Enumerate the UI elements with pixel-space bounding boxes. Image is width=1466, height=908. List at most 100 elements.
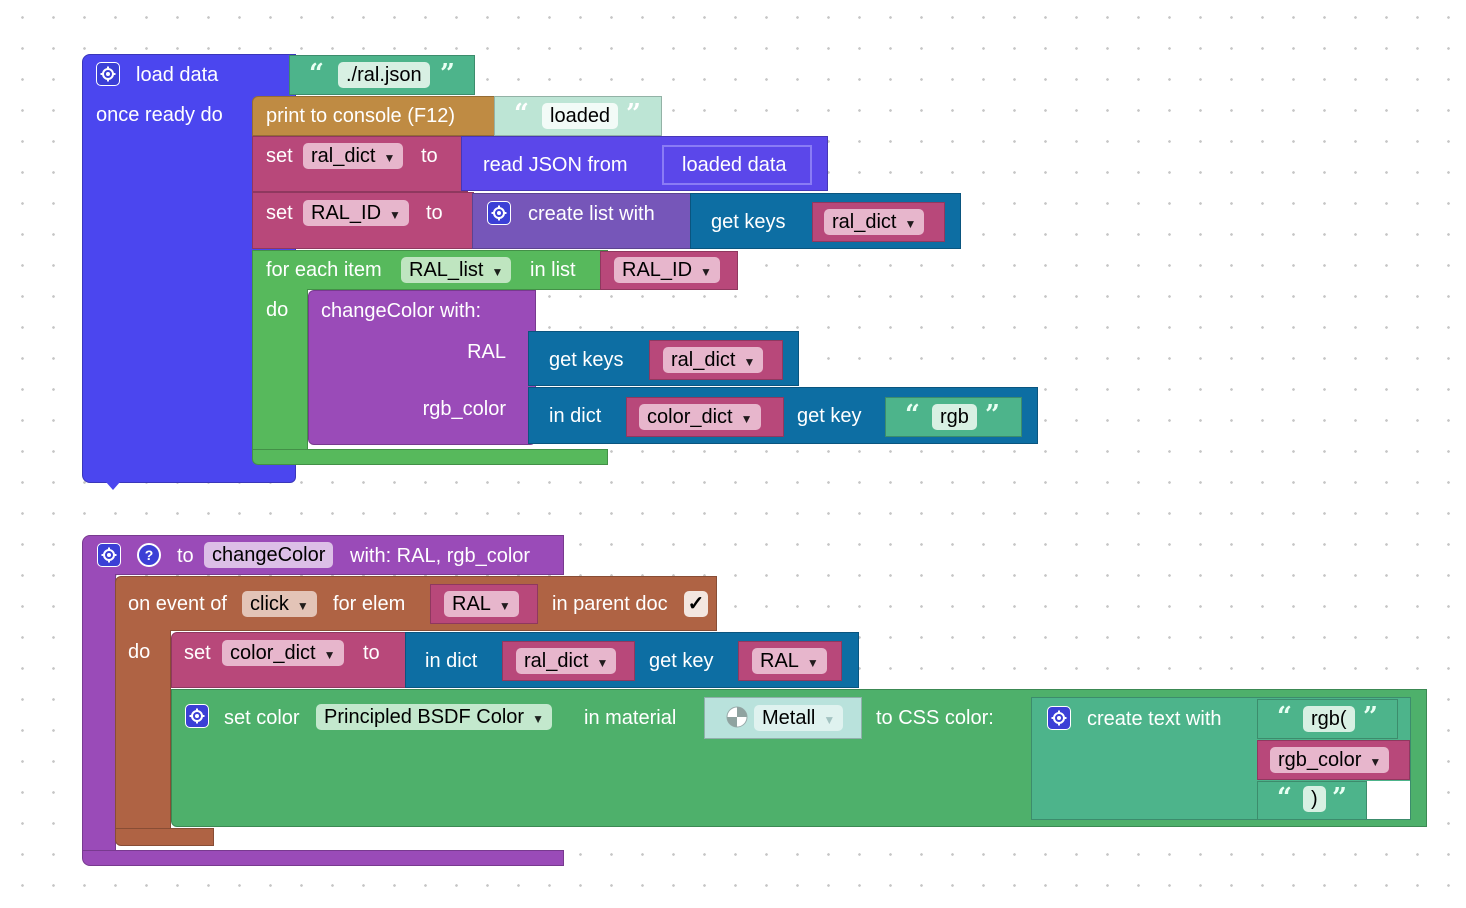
get-keys-label: get keys	[711, 211, 786, 233]
quote-icon: “	[905, 400, 920, 430]
in-parent-doc-label: in parent doc	[552, 593, 668, 615]
rgb-key-field[interactable]: rgb	[932, 404, 977, 430]
loaded-text-field[interactable]: loaded	[542, 103, 619, 129]
quote-icon: “	[1277, 783, 1292, 813]
gear-icon[interactable]	[487, 201, 511, 225]
quote-icon: ”	[1332, 783, 1347, 813]
in-dict-label: in dict	[425, 650, 478, 672]
variable-name: rgb_color	[1278, 749, 1362, 771]
set-label: set	[266, 202, 293, 224]
to-label: to	[363, 642, 380, 664]
once-ready-label: once ready do	[96, 104, 223, 126]
quote-icon: “	[514, 99, 529, 129]
for-each-bottom	[252, 449, 608, 465]
gear-icon[interactable]	[96, 62, 120, 86]
parent-doc-checkbox[interactable]: ✓	[684, 591, 708, 617]
variable-dropdown[interactable]: ral_dict ▼	[516, 648, 617, 674]
create-list-label: create list with	[528, 203, 655, 225]
variable-dropdown[interactable]: ral_dict ▼	[824, 209, 925, 235]
material-dropdown[interactable]: Metall ▼	[754, 705, 844, 731]
arg-rgb-label: rgb_color	[422, 398, 506, 420]
dropdown-arrow-icon: ▼	[743, 355, 756, 369]
dropdown-arrow-icon: ▼	[1369, 755, 1382, 769]
dropdown-arrow-icon: ▼	[596, 656, 609, 670]
material-name: Metall	[762, 707, 816, 729]
text-part-field[interactable]: rgb(	[1303, 706, 1355, 732]
gear-icon[interactable]	[1047, 706, 1071, 730]
variable-name: ral_dict	[524, 650, 589, 672]
gear-icon[interactable]	[185, 704, 209, 728]
get-key-label: get key	[797, 405, 862, 427]
variable-dropdown[interactable]: RAL ▼	[444, 591, 519, 617]
variable-name: RAL_ID	[311, 202, 382, 224]
to-css-label: to CSS color:	[876, 707, 994, 729]
variable-name: RAL_ID	[622, 259, 693, 281]
in-list-label: in list	[530, 259, 576, 281]
event-dropdown[interactable]: click▼	[242, 591, 317, 617]
gear-icon[interactable]	[97, 543, 121, 567]
loop-variable-dropdown[interactable]: RAL_list ▼	[401, 257, 512, 283]
variable-dropdown[interactable]: RAL ▼	[752, 648, 827, 674]
text-value-block[interactable]	[885, 397, 1022, 437]
variable-name: ral_dict	[832, 211, 897, 233]
variable-dropdown[interactable]: RAL_ID▼	[303, 200, 409, 226]
loaded-data-label: loaded data	[682, 154, 787, 176]
text-part-field[interactable]: )	[1303, 786, 1326, 812]
variable-dropdown[interactable]: ral_dict▼	[303, 143, 404, 169]
dropdown-arrow-icon: ▼	[823, 713, 836, 727]
dropdown-arrow-icon: ▼	[806, 656, 819, 670]
variable-dropdown[interactable]: ral_dict ▼	[663, 347, 764, 373]
variable-name: RAL	[452, 593, 491, 615]
property-name: Principled BSDF Color	[324, 706, 525, 728]
dropdown-arrow-icon: ▼	[740, 412, 753, 426]
for-elem-label: for elem	[333, 593, 406, 615]
function-name-field[interactable]: changeColor	[204, 542, 334, 568]
to-label: to	[177, 545, 194, 567]
variable-dropdown[interactable]: color_dict▼	[222, 640, 344, 666]
variable-dropdown[interactable]: color_dict▼	[639, 404, 761, 430]
procedure-bottom	[82, 850, 564, 866]
dropdown-arrow-icon: ▼	[532, 712, 544, 726]
arg-ral-label: RAL	[467, 341, 506, 363]
color-property-dropdown[interactable]: Principled BSDF Color ▼	[316, 704, 552, 730]
create-text-label: create text with	[1087, 708, 1222, 730]
variable-name: ral_dict	[671, 349, 736, 371]
to-label: to	[426, 202, 443, 224]
quote-icon: “	[309, 59, 324, 89]
do-label: do	[128, 641, 151, 663]
help-icon[interactable]: ?	[137, 543, 161, 567]
read-json-label: read JSON from	[483, 154, 628, 176]
material-sphere-icon	[726, 706, 748, 728]
variable-name: RAL_list	[409, 259, 484, 281]
in-dict-label: in dict	[549, 405, 602, 427]
dropdown-arrow-icon: ▼	[498, 599, 511, 613]
get-key-label: get key	[649, 650, 714, 672]
quote-icon: “	[1277, 702, 1292, 732]
block-connector-tab	[106, 482, 120, 490]
call-procedure-label: changeColor with:	[321, 300, 482, 322]
dropdown-arrow-icon: ▼	[700, 265, 712, 279]
loaded-data-block[interactable]	[662, 145, 812, 185]
dropdown-arrow-icon: ▼	[383, 151, 396, 165]
event-handler-block[interactable]	[115, 576, 717, 631]
set-label: set	[184, 642, 211, 664]
procedure-body	[82, 574, 116, 852]
call-procedure-block[interactable]	[308, 290, 536, 445]
on-event-label: on event of	[128, 593, 227, 615]
variable-dropdown[interactable]: rgb_color ▼	[1270, 747, 1390, 773]
dropdown-arrow-icon: ▼	[491, 265, 504, 279]
get-keys-label: get keys	[549, 349, 624, 371]
file-path-field[interactable]: ./ral.json	[338, 62, 430, 88]
variable-name: color_dict	[230, 642, 316, 664]
variable-name: RAL	[760, 650, 799, 672]
set-color-label: set color	[224, 707, 300, 729]
in-material-label: in material	[584, 707, 677, 729]
event-handler-bottom	[115, 828, 214, 846]
variable-dropdown[interactable]: RAL_ID ▼	[614, 257, 720, 283]
dropdown-arrow-icon: ▼	[904, 217, 917, 231]
event-name: click	[250, 593, 289, 615]
quote-icon: ”	[985, 400, 1000, 430]
quote-icon: ”	[1363, 702, 1378, 732]
print-console-label: print to console (F12)	[266, 105, 455, 127]
create-text-inner	[1366, 781, 1410, 819]
